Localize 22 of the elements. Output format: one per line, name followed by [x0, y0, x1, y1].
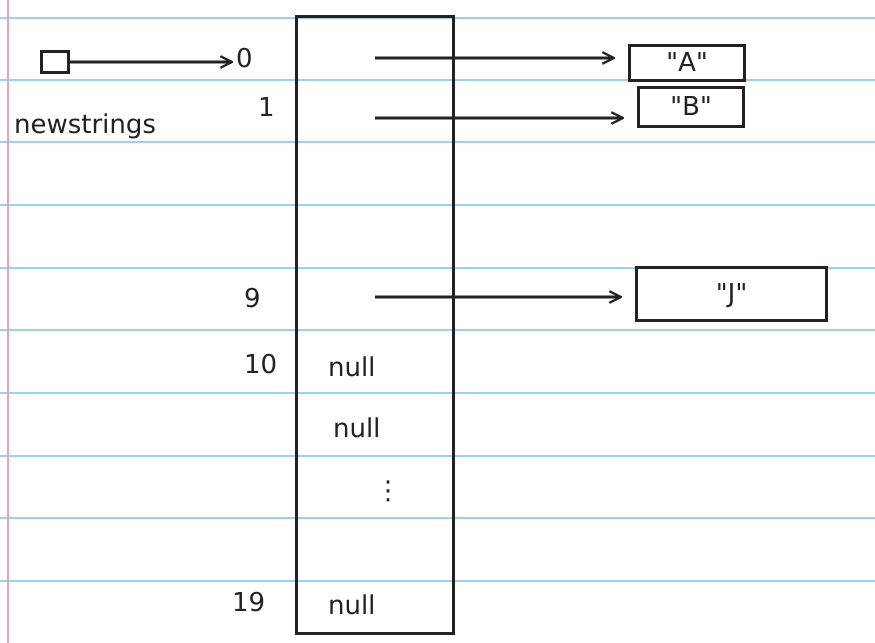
index-label: 9 — [244, 286, 261, 312]
arrow — [70, 55, 234, 69]
ellipsis-mark: ⋮ — [375, 478, 401, 504]
string-box — [628, 44, 746, 82]
null-value: null — [328, 355, 376, 381]
null-value: null — [333, 416, 380, 442]
index-label: 10 — [244, 352, 278, 378]
pointer-box — [40, 50, 70, 74]
string-value: "B" — [670, 92, 712, 122]
string-box — [637, 86, 745, 128]
string-box — [635, 266, 828, 322]
variable-name: newstrings — [14, 112, 156, 138]
arrow — [375, 111, 624, 125]
arrow — [375, 290, 622, 304]
arrow — [375, 51, 616, 65]
array-box — [295, 15, 455, 635]
index-label: 0 — [236, 46, 253, 72]
string-value: "A" — [666, 48, 708, 78]
null-value: null — [328, 593, 376, 619]
index-label: 1 — [258, 95, 275, 121]
string-value: "J" — [716, 279, 748, 309]
index-label: 19 — [232, 590, 266, 616]
